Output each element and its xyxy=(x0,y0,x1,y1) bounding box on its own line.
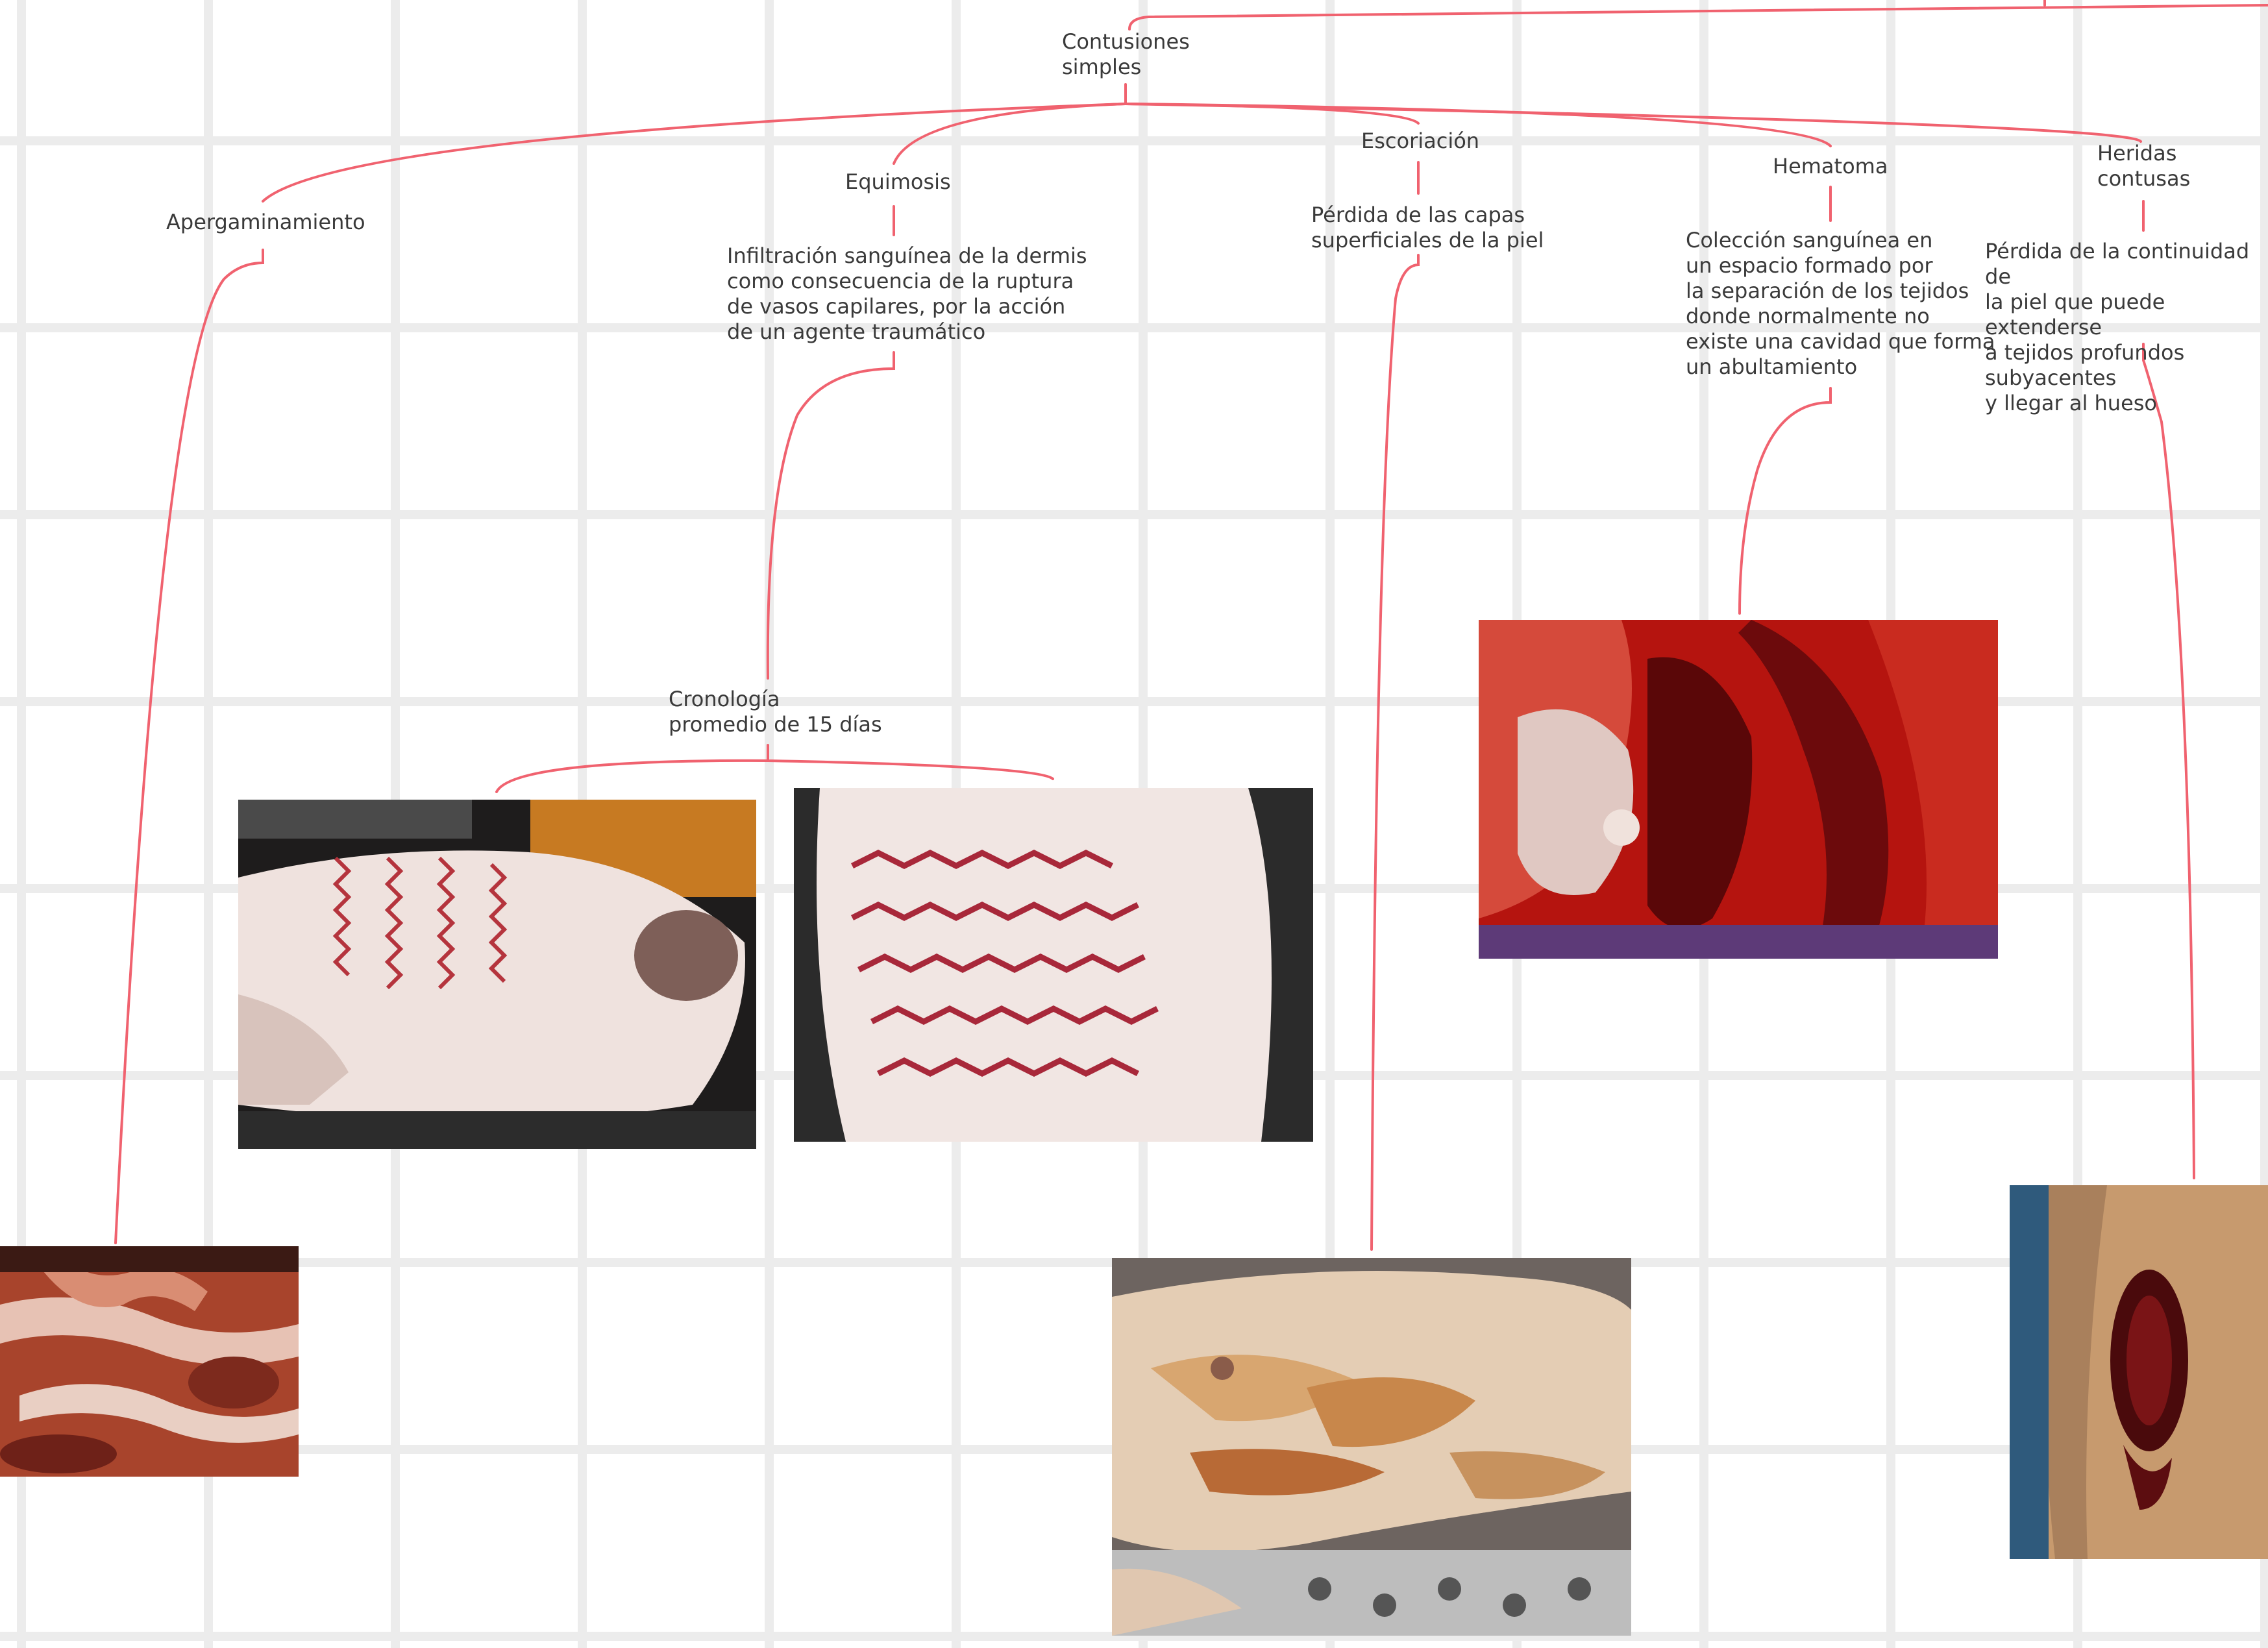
node-equimosis: Equimosis xyxy=(845,169,951,195)
connector-to-apergaminamiento xyxy=(263,104,1126,201)
node-escoriacion: Escoriación xyxy=(1361,129,1479,154)
photo-apergaminamiento xyxy=(0,1246,299,1477)
connector-heridas-photo xyxy=(2143,344,2194,1178)
connector-chronology-photos xyxy=(497,745,1053,792)
root-node-contusiones-simples: Contusiones simples xyxy=(1062,29,1190,80)
node-equimosis-chronology: Cronología promedio de 15 días xyxy=(669,687,882,737)
node-apergaminamiento: Apergaminamiento xyxy=(166,210,365,235)
connector-hematoma-photo xyxy=(1740,388,1830,613)
photo-equimosis-left xyxy=(238,800,756,1149)
photo-equimosis-right xyxy=(794,788,1313,1142)
node-equimosis-description: Infiltración sanguínea de la dermis como… xyxy=(727,243,1087,345)
node-hematoma-description: Colección sanguínea en un espacio formad… xyxy=(1686,228,1995,380)
connector-to-heridas xyxy=(1126,104,2141,141)
connector-equimosis-chronology xyxy=(768,352,894,678)
node-heridas-contusas-description: Pérdida de la continuidad de la piel que… xyxy=(1985,239,2268,416)
photo-escoriacion xyxy=(1112,1258,1631,1636)
photo-hematoma xyxy=(1479,620,1998,959)
connector-top-parent xyxy=(1129,5,2268,29)
photo-heridas-contusas xyxy=(2010,1185,2268,1559)
connector-escoriacion-photo xyxy=(1372,255,1418,1249)
node-escoriacion-description: Pérdida de las capas superficiales de la… xyxy=(1311,203,1544,253)
node-heridas-contusas: Heridas contusas xyxy=(2097,141,2190,191)
node-hematoma: Hematoma xyxy=(1773,154,1888,179)
